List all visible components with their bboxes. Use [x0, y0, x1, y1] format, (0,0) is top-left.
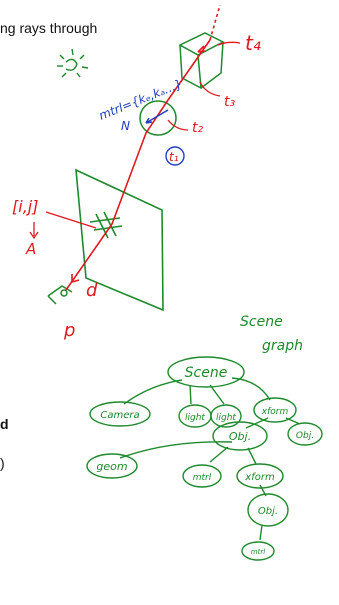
- node-scene-ellipse: [167, 356, 245, 388]
- cube-object: [178, 32, 225, 90]
- node-light-1: light: [185, 413, 205, 423]
- node-camera: Camera: [100, 410, 139, 421]
- label-pixel: [i,j]: [12, 197, 38, 216]
- sphere-object: [139, 100, 177, 136]
- scene-graph-title-1: Scene: [240, 314, 283, 330]
- node-camera-ellipse: [89, 401, 151, 427]
- primary-ray: [65, 4, 221, 291]
- node-light-2: light: [216, 413, 236, 423]
- node-obj-3: Obj.: [258, 506, 278, 517]
- label-p: p: [63, 320, 75, 341]
- label-t1: t₁: [169, 150, 179, 164]
- node-xform-2: xform: [244, 472, 275, 483]
- label-A: A: [25, 240, 36, 258]
- node-mtrl2-ellipse: [241, 541, 275, 561]
- node-mtrl-2: mtrl: [251, 548, 265, 556]
- node-obj2-ellipse: [287, 422, 323, 446]
- node-xform2-ellipse: [236, 463, 284, 489]
- node-obj3-ellipse: [247, 493, 289, 527]
- node-mtrl1-ellipse: [182, 464, 222, 488]
- node-obj1-ellipse: [212, 421, 268, 451]
- node-obj-1: Obj.: [229, 430, 251, 443]
- eye-icon: [47, 285, 73, 305]
- slide-bold-fragment: d: [0, 416, 9, 432]
- node-obj-2: Obj.: [296, 431, 314, 441]
- node-xform1-ellipse: [253, 397, 297, 423]
- label-normal: N: [121, 119, 130, 133]
- label-t3: t₃: [224, 94, 235, 110]
- node-geom: geom: [96, 460, 127, 473]
- node-scene: Scene: [185, 365, 228, 381]
- light-source-icon: [57, 48, 89, 78]
- node-xform-1: xform: [261, 407, 289, 417]
- t1-circle: [165, 146, 185, 166]
- scene-graph-labels: Scene Camera light light xform Obj. Obj.…: [96, 365, 314, 556]
- scene-graph-title-2: graph: [262, 338, 303, 354]
- node-mtrl-1: mtrl: [193, 473, 212, 483]
- label-t4: t₄: [245, 31, 261, 55]
- label-d: d: [86, 280, 98, 301]
- label-t2: t₂: [192, 120, 203, 136]
- annotation-leaders: [29, 41, 241, 240]
- node-geom-ellipse: [86, 453, 138, 479]
- slide-heading-fragment: ng rays through: [0, 20, 98, 36]
- scene-graph-nodes: [86, 356, 323, 561]
- normal-arrow: [145, 109, 169, 124]
- slide-paren-fragment: ): [0, 455, 5, 471]
- node-light2-ellipse: [210, 404, 242, 428]
